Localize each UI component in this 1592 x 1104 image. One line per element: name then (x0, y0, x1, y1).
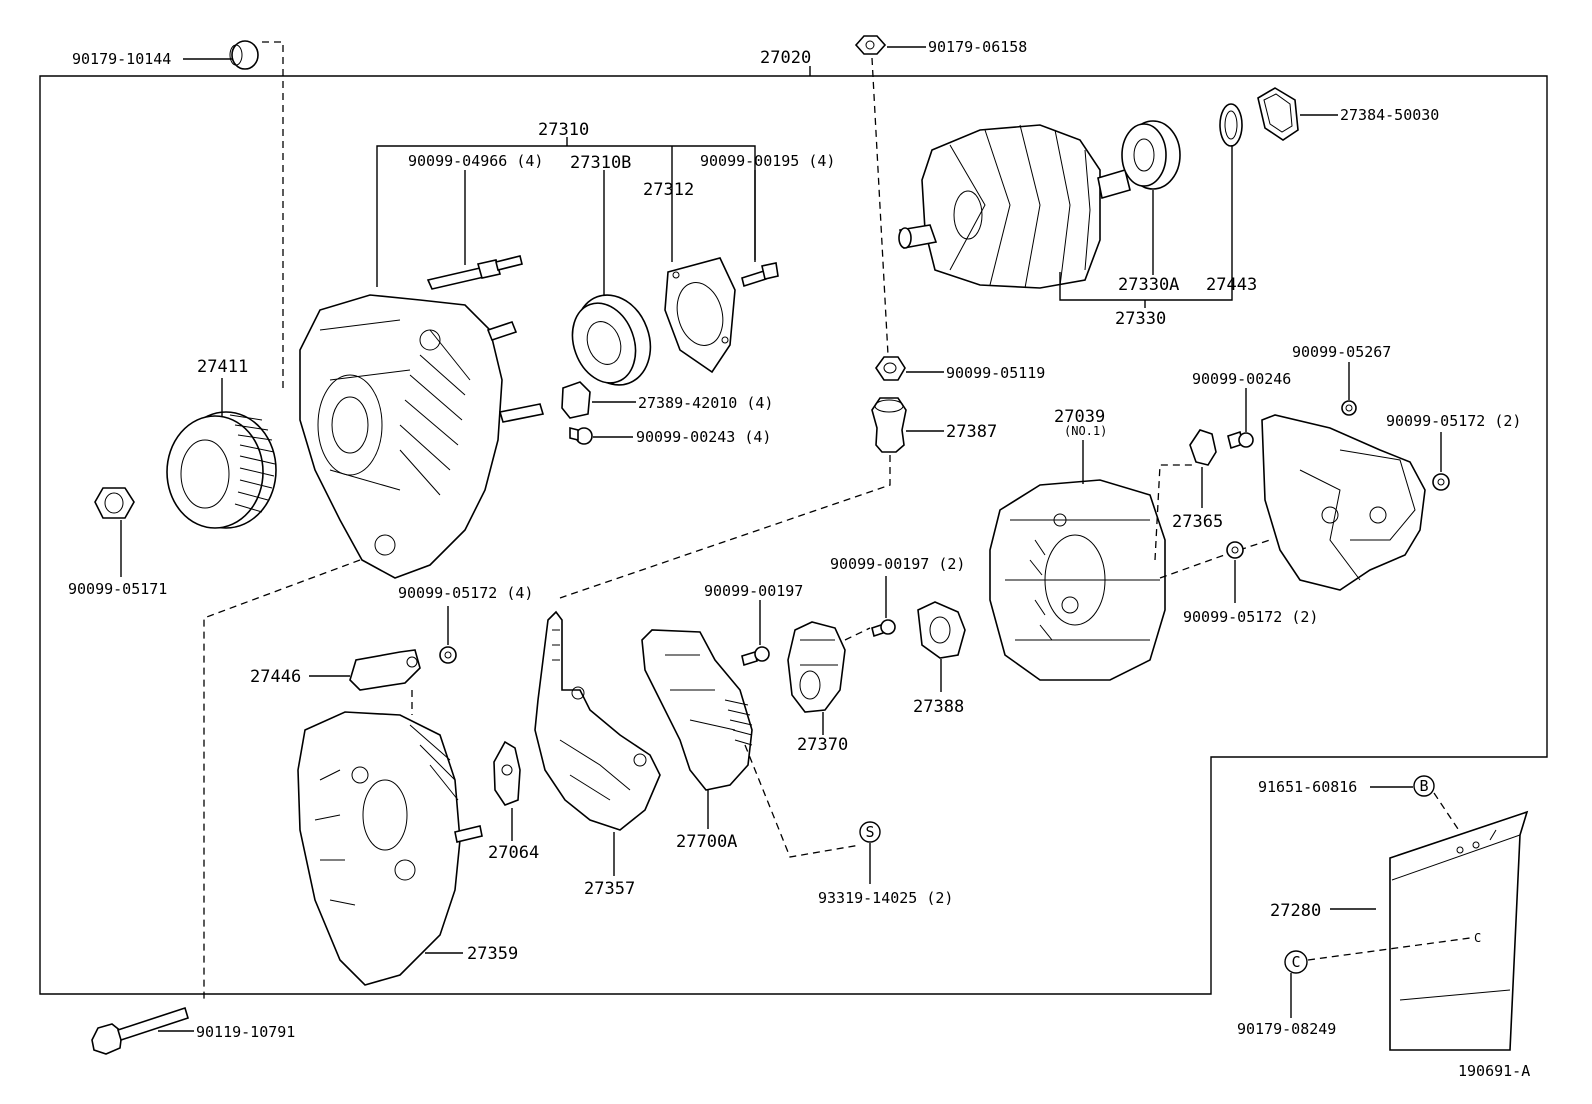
label-90119-10791: 90119-10791 (196, 1023, 295, 1041)
insulator-27365-part (1189, 429, 1217, 466)
label-91651-60816: 91651-60816 (1258, 778, 1357, 796)
label-27330: 27330 (1115, 309, 1166, 329)
label-27370: 27370 (797, 735, 848, 755)
screw-90099-00195-part (741, 262, 779, 288)
plate-27280-part (1389, 810, 1529, 1051)
label-27357: 27357 (584, 879, 635, 899)
label-90099-05172-right: 90099-05172 (2) (1386, 412, 1521, 430)
assembly-boundary-frame (39, 75, 1548, 995)
rectifier-27357-part (534, 610, 661, 831)
rear-cover-part (1261, 414, 1426, 591)
insulator-27389-42010-part (561, 381, 591, 419)
nut-90099-05172-left-part (439, 646, 457, 664)
label-27310: 27310 (538, 120, 589, 140)
cover-27443-part (1219, 103, 1243, 147)
label-27039: 27039 (1054, 407, 1105, 427)
drive-end-frame-27310-part (299, 294, 545, 579)
label-93319-14025: 93319-14025 (2) (818, 889, 953, 907)
label-27312: 27312 (643, 180, 694, 200)
label-90099-00243: 90099-00243 (4) (636, 428, 771, 446)
bolt-90179-06158-part (854, 35, 887, 55)
label-27039-sub: (NO.1) (1064, 424, 1107, 438)
label-27446: 27446 (250, 667, 301, 687)
bearing-27330A-part (1121, 120, 1181, 190)
insulator-27064-part (493, 740, 521, 806)
nut-90099-05267-part (1341, 400, 1357, 416)
label-27384-50030: 27384-50030 (1340, 106, 1439, 124)
nut-90099-05172-right-part (1432, 473, 1450, 491)
label-90099-00197: 90099-00197 (704, 582, 803, 600)
label-27330A: 27330A (1118, 275, 1179, 295)
retainer-plate-27312-part (664, 257, 736, 374)
label-90179-06158: 90179-06158 (928, 38, 1027, 56)
pulley-27411-part (166, 411, 277, 529)
screw-90099-00246-part (1227, 430, 1254, 450)
seal-27384-50030-part (1257, 87, 1299, 141)
figure-id: 190691-A (1458, 1062, 1530, 1080)
rear-end-frame-27039-part (989, 479, 1166, 681)
label-27280: 27280 (1270, 901, 1321, 921)
nut-90099-05119-part (875, 356, 906, 381)
label-90099-05172-lower: 90099-05172 (2) (1183, 608, 1318, 626)
label-90179-08249: 90179-08249 (1237, 1020, 1336, 1038)
label-90099-00197-2: 90099-00197 (2) (830, 555, 965, 573)
insulator-27388-part (917, 601, 966, 659)
brush-holder-27370-part (787, 621, 846, 713)
nut-90179-10144-part (229, 40, 259, 70)
label-27443: 27443 (1206, 275, 1257, 295)
label-27064: 27064 (488, 843, 539, 863)
marker-b-circle (1413, 775, 1435, 797)
marker-s-letter: S (865, 823, 874, 841)
label-27310B: 27310B (570, 153, 631, 173)
screw-90099-00197-part (741, 646, 770, 667)
rear-housing-27359-part (297, 711, 483, 986)
label-90099-05267: 90099-05267 (1292, 343, 1391, 361)
nut-90099-05172-lower-part (1226, 541, 1244, 559)
marker-c-letter: C (1291, 953, 1300, 971)
label-90179-10144: 90179-10144 (72, 50, 171, 68)
label-27359: 27359 (467, 944, 518, 964)
label-27387: 27387 (946, 422, 997, 442)
label-27388: 27388 (913, 697, 964, 717)
stud-bolt-90099-04966-part (426, 255, 523, 290)
screw-90099-00243-part (569, 426, 593, 445)
rotor-assembly-27330-part (898, 124, 1131, 289)
screw-90099-00197-2-part (871, 619, 896, 638)
bracket-27446-part (349, 649, 421, 691)
label-27365: 27365 (1172, 512, 1223, 532)
label-90099-00195: 90099-00195 (4) (700, 152, 835, 170)
label-27411: 27411 (197, 357, 248, 377)
label-90099-05171: 90099-05171 (68, 580, 167, 598)
marker-s-circle (859, 821, 881, 843)
label-90099-00246: 90099-00246 (1192, 370, 1291, 388)
label-90099-05172-left: 90099-05172 (4) (398, 584, 533, 602)
marker-b-letter: B (1419, 777, 1428, 795)
nut-90099-05171-part (94, 487, 135, 519)
label-27700A: 27700A (676, 832, 737, 852)
marker-c-circle (1284, 950, 1308, 974)
regulator-27700A-part (641, 629, 753, 791)
label-27020: 27020 (760, 48, 811, 68)
terminal-insulator-27387-part (871, 397, 907, 453)
bearing-27310B-part (571, 294, 652, 386)
marker-c-small: C (1474, 931, 1481, 945)
bolt-90119-10791-part (91, 1006, 189, 1055)
label-90099-05119: 90099-05119 (946, 364, 1045, 382)
label-27389-42010: 27389-42010 (4) (638, 394, 773, 412)
label-90099-04966: 90099-04966 (4) (408, 152, 543, 170)
